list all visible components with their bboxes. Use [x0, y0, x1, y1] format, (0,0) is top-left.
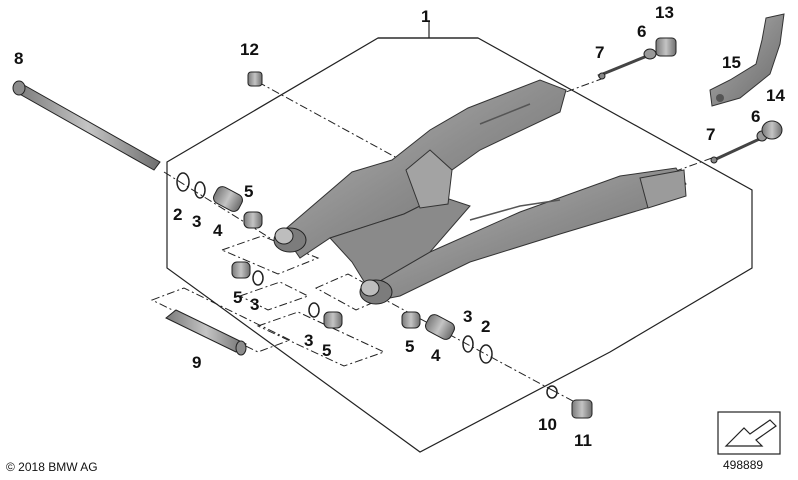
bolt-set-lower	[710, 120, 783, 164]
callout-3: 3	[192, 212, 201, 231]
callout-10: 10	[538, 415, 557, 434]
callout-8: 8	[14, 49, 23, 68]
callout-14: 14	[766, 86, 785, 105]
left-bearing-stack	[176, 172, 263, 229]
bush-part-12	[247, 71, 263, 87]
sleeve-part-9	[165, 309, 247, 356]
mid-right-bearing	[308, 302, 343, 329]
callout-7: 7	[595, 43, 604, 62]
callout-13: 13	[655, 3, 674, 22]
bracket-part-15	[709, 13, 785, 107]
callout-9: 9	[192, 353, 201, 372]
callout-2: 2	[481, 317, 490, 336]
callout-5: 5	[405, 337, 414, 356]
callout-5: 5	[244, 182, 253, 201]
bolt-set-upper	[597, 37, 677, 80]
callout-4: 4	[431, 346, 441, 365]
washer-nut-set	[546, 385, 593, 419]
callout-labels: 1 2 2 3 3 3 3 4 4 5 5 5 5 6 6 7 7 8 9 10…	[14, 3, 785, 450]
callout-3: 3	[304, 331, 313, 350]
callout-5: 5	[322, 341, 331, 360]
callout-15: 15	[722, 53, 741, 72]
right-bearing-stack	[401, 311, 493, 364]
axle-part	[12, 80, 161, 171]
callout-11: 11	[574, 431, 592, 450]
copyright-notice: © 2018 BMW AG	[6, 460, 98, 474]
callout-2: 2	[173, 205, 182, 224]
callout-6: 6	[751, 107, 760, 126]
callout-6: 6	[637, 22, 646, 41]
assembly-outline	[166, 22, 753, 453]
diagram-number: 498889	[723, 458, 764, 472]
callout-7: 7	[706, 125, 715, 144]
mid-left-bearing	[231, 261, 264, 286]
callout-3: 3	[463, 307, 472, 326]
callout-4: 4	[213, 221, 223, 240]
callout-3: 3	[250, 295, 259, 314]
orientation-arrow-icon	[717, 411, 781, 455]
callout-5: 5	[233, 288, 242, 307]
callout-1: 1	[421, 7, 430, 26]
swingarm	[273, 79, 687, 305]
callout-12: 12	[240, 40, 259, 59]
